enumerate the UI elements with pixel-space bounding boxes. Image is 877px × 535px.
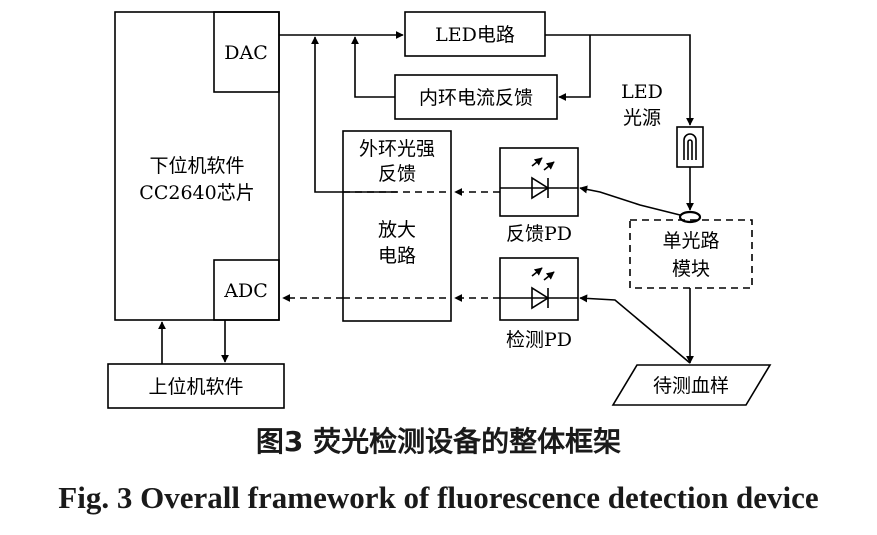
dac-block: DAC <box>213 11 280 93</box>
feedback-pd-label: 反馈PD <box>506 223 572 245</box>
adc-block: ADC <box>213 259 280 321</box>
optical-module-block: 单光路 模块 <box>629 210 753 289</box>
amp-label-line1: 放大 <box>378 219 416 241</box>
caption-chinese: 图3 荧光检测设备的整体框架 <box>255 425 622 458</box>
led-circuit-label: LED电路 <box>435 24 515 46</box>
outer-loop-label-line1: 外环光强 <box>359 138 435 160</box>
feedback-pd-block: 反馈PD <box>499 147 579 245</box>
amp-label-line2: 电路 <box>378 245 416 267</box>
block-diagram: 下位机软件 CC2640芯片 DAC ADC 上位机软件 LED电路 内环电流反… <box>107 11 772 409</box>
led-source-label-line1: LED <box>621 81 663 103</box>
connections <box>158 31 694 364</box>
mcu-label-line2: CC2640芯片 <box>139 182 254 204</box>
dac-label: DAC <box>224 42 268 64</box>
led-circuit-block: LED电路 <box>404 11 546 57</box>
optical-module-label-line2: 模块 <box>672 258 710 280</box>
caption-english: Fig. 3 Overall framework of fluorescence… <box>58 480 819 515</box>
optical-module-label-line1: 单光路 <box>662 230 719 252</box>
blood-sample-label: 待测血样 <box>653 375 729 397</box>
inner-loop-block: 内环电流反馈 <box>394 74 558 120</box>
host-software-label: 上位机软件 <box>148 376 243 398</box>
blood-sample-block: 待测血样 <box>611 364 772 406</box>
detection-pd-block: 检测PD <box>499 257 579 351</box>
mcu-label-line1: 下位机软件 <box>149 155 244 177</box>
outer-loop-label-line2: 反馈 <box>378 163 416 185</box>
host-software-block: 上位机软件 <box>107 363 285 409</box>
adc-label: ADC <box>223 280 268 302</box>
mcu-block: 下位机软件 CC2640芯片 <box>114 11 280 321</box>
outer-loop-amp-block: 外环光强 反馈 放大 电路 <box>342 130 452 322</box>
led-source-label-line2: 光源 <box>623 107 661 129</box>
inner-loop-label: 内环电流反馈 <box>419 87 533 109</box>
detection-pd-label: 检测PD <box>506 329 572 351</box>
